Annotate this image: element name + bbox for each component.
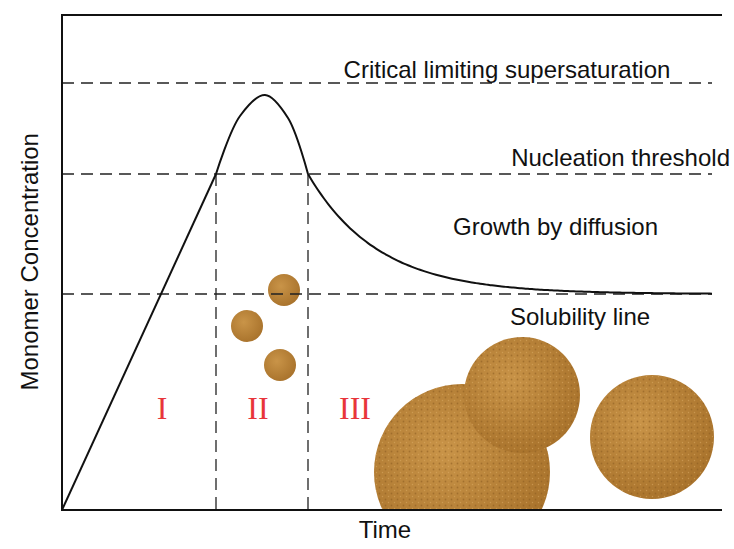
curve-segment [308, 174, 712, 294]
region-label: Growth by diffusion [453, 213, 658, 241]
axes [61, 14, 722, 511]
curve-segment [62, 174, 216, 510]
level-label: Critical limiting supersaturation [344, 56, 671, 84]
axis-title: Monomer Concentration [16, 133, 44, 390]
grown-particles [374, 337, 714, 510]
axis-title: Time [359, 516, 411, 544]
stage-number: I [157, 390, 168, 427]
level-label: Nucleation threshold [511, 144, 730, 172]
stage-number: II [247, 390, 268, 427]
stage-number: III [339, 390, 371, 427]
curve-segment [216, 95, 308, 174]
nuclei [231, 274, 300, 381]
level-label: Solubility line [510, 303, 650, 331]
